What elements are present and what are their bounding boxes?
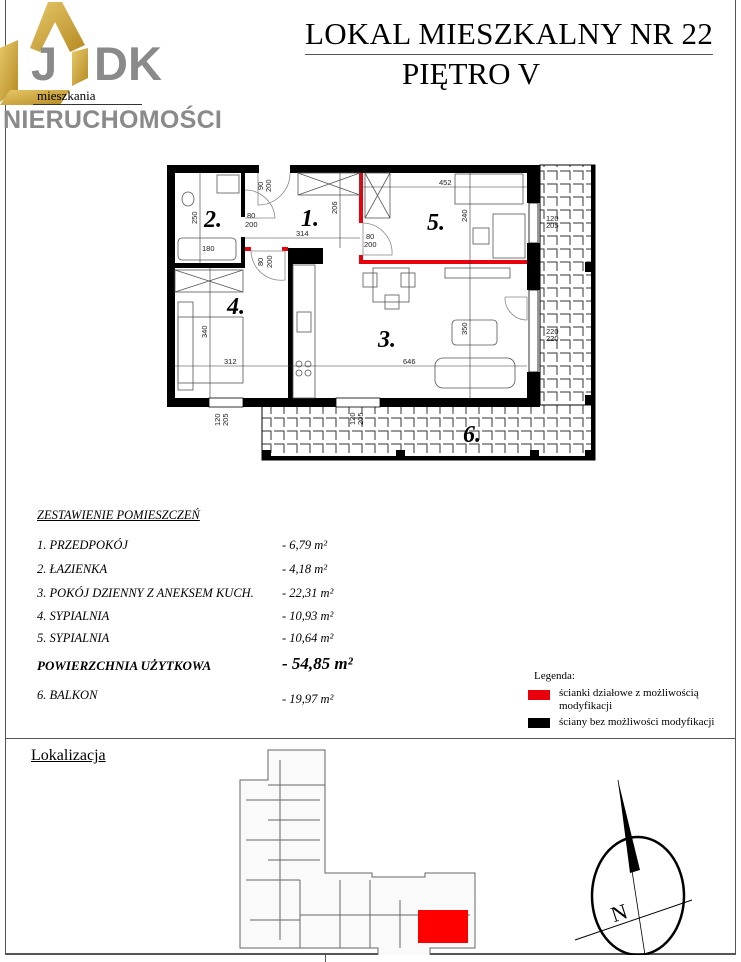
room-area: - 22,31 m²	[282, 586, 334, 600]
summary-row: 4. SYPIALNIA - 10,93 m²	[37, 609, 333, 624]
dim-hall-depth: 206	[330, 201, 339, 214]
fixed-walls	[167, 165, 540, 407]
dim-bath-depth: 250	[190, 211, 199, 224]
room-area: - 4,18 m²	[282, 562, 328, 576]
logo-tagline: mieszkania	[33, 88, 142, 105]
room-area: - 10,64 m²	[282, 631, 334, 645]
doors	[244, 172, 528, 321]
summary-row: 5. SYPIALNIA - 10,64 m²	[37, 631, 333, 646]
page-title: LOKAL MIESZKALNY NR 22	[305, 16, 714, 55]
dim-living-window-width: 120	[348, 412, 357, 425]
summary-balcony-row: 6. BALKON - 19,97 m²	[37, 688, 333, 706]
room-label: 3. POKÓJ DZIENNY Z ANEKSEM KUCH.	[37, 586, 254, 600]
apartment-location-highlight	[418, 910, 468, 943]
compass-north-label: N	[608, 898, 631, 927]
dim-bathtub: 180	[202, 244, 215, 253]
floor-subtitle: PIĘTRO V	[402, 56, 541, 91]
room-number-2: 2.	[203, 207, 222, 233]
dim-living-width: 646	[403, 357, 416, 366]
summary-title: ZESTAWIENIE POMIESZCZEŃ	[37, 508, 200, 522]
room-area: - 10,93 m²	[282, 609, 334, 623]
summary-row: 2. ŁAZIENKA - 4,18 m²	[37, 562, 327, 577]
dim-bath-door-height: 200	[245, 220, 258, 229]
dim-living-window-height: 205	[356, 412, 365, 425]
legend-swatch-red	[528, 690, 550, 700]
legend-label: ścianki działowe z możliwością modyfikac…	[559, 687, 699, 712]
dim-bath-door-width: 80	[247, 211, 255, 220]
dim-balcony-door-height: 220	[546, 334, 559, 343]
furniture	[174, 172, 526, 399]
dim-bed4-width: 312	[224, 357, 237, 366]
legend-title: Legenda:	[534, 670, 575, 682]
footer-divider-vertical	[325, 954, 326, 962]
dim-hall-door-height: 200	[264, 179, 273, 192]
dim-bed4-window-width: 120	[213, 413, 222, 426]
room-number-3: 3.	[377, 327, 396, 353]
summary-total-row: POWIERZCHNIA UŻYTKOWA - 54,85 m²	[37, 654, 353, 674]
room-number-1: 1.	[301, 206, 319, 232]
summary-row: 3. POKÓJ DZIENNY Z ANEKSEM KUCH. - 22,31 …	[37, 586, 333, 601]
company-logo: J DK mieszkania NIERUCHOMOŚCI	[0, 0, 260, 140]
location-title: Lokalizacja	[31, 747, 106, 764]
modifiable-walls	[245, 173, 527, 264]
room-summary: ZESTAWIENIE POMIESZCZEŃ 1. PRZEDPOKÓJ - 6…	[37, 508, 353, 706]
summary-row: 1. PRZEDPOKÓJ - 6,79 m²	[37, 538, 327, 553]
room-label: 1. PRZEDPOKÓJ	[37, 538, 128, 552]
dim-hall-width: 314	[296, 229, 309, 238]
building-outline	[239, 749, 476, 955]
page-frame	[5, 0, 736, 954]
footer-divider	[5, 954, 736, 955]
dim-balcony-door-width: 220	[546, 327, 559, 336]
dim-hall-door-width: 90	[256, 182, 265, 190]
room-number-6: 6.	[463, 422, 481, 448]
dim-bed5-door-height: 200	[364, 240, 377, 249]
logo-house-icon	[0, 2, 88, 105]
balcony-label: 6. BALKON	[37, 688, 98, 702]
logo-name: NIERUCHOMOŚCI	[3, 106, 223, 134]
balcony-area: - 19,97 m²	[282, 692, 334, 706]
dim-bed4-window-height: 205	[221, 413, 230, 426]
dimension-lines	[175, 172, 527, 400]
room-number-4: 4.	[226, 294, 245, 320]
dim-living-depth: 350	[460, 322, 469, 335]
section-divider	[5, 738, 736, 739]
total-label: POWIERZCHNIA UŻYTKOWA	[37, 658, 212, 673]
dim-bed5-window-width: 120	[546, 214, 559, 223]
legend-swatch-black	[528, 718, 550, 728]
room-area: - 6,79 m²	[282, 538, 328, 552]
dim-bed5-window-height: 205	[546, 221, 559, 230]
dim-bed4-door-height: 200	[265, 255, 274, 268]
dim-bed5-door-width: 80	[366, 232, 374, 241]
dim-bed5-width: 452	[439, 178, 452, 187]
logo-letter-j: J	[31, 37, 58, 90]
room-label: 4. SYPIALNIA	[37, 609, 110, 623]
dim-bed4-door-width: 80	[256, 258, 265, 266]
room-label: 2. ŁAZIENKA	[37, 562, 108, 576]
legend-label: ściany bez możliwości modyfikacji	[559, 716, 715, 728]
windows	[208, 202, 539, 408]
compass: N	[574, 779, 693, 955]
room-label: 5. SYPIALNIA	[37, 631, 110, 645]
logo-letters-dk: DK	[94, 37, 162, 90]
dim-bed5-depth: 240	[460, 209, 469, 222]
room-number-5: 5.	[427, 210, 445, 236]
floor-plan: 1. 2. 3. 4. 5. 6. 90 200 80 200 80 200 8…	[167, 164, 596, 461]
location-map: N	[239, 749, 693, 955]
total-area: - 54,85 m²	[282, 654, 353, 673]
dim-bed4-depth: 340	[200, 325, 209, 338]
balcony-area	[261, 164, 596, 461]
